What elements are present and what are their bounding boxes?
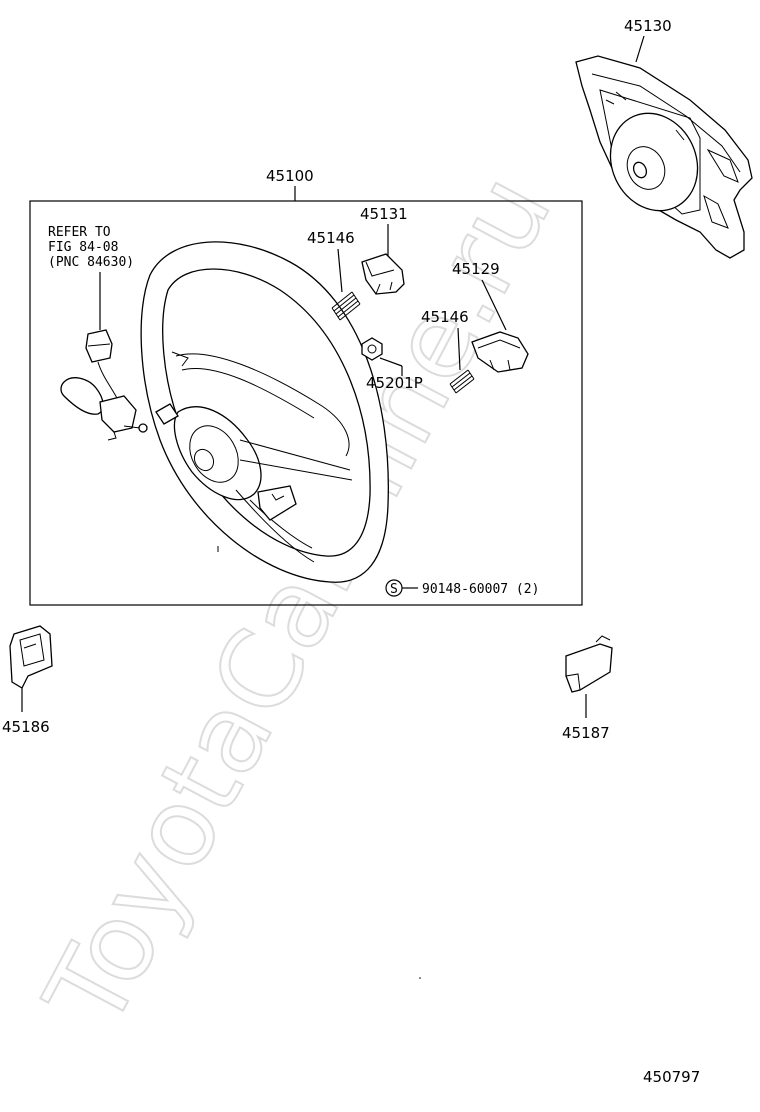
part-label-45131: 45131 bbox=[360, 205, 408, 223]
diagram-id: 450797 bbox=[643, 1068, 700, 1086]
cover-45186-drawing bbox=[9, 625, 53, 689]
leader-45130 bbox=[635, 35, 645, 63]
part-label-45187: 45187 bbox=[562, 724, 610, 742]
refer-note-line3: (PNC 84630) bbox=[48, 255, 134, 270]
cover-45187-drawing bbox=[565, 635, 613, 693]
spring-45146-a-drawing bbox=[331, 291, 361, 321]
screw-part-label: 90148-60007 (2) bbox=[422, 582, 539, 597]
assembly-frame bbox=[29, 200, 583, 606]
part-label-45146-b: 45146 bbox=[421, 308, 469, 326]
leader-45146-a bbox=[337, 248, 343, 293]
leader-45201p bbox=[379, 357, 403, 367]
horn-button-45129-drawing bbox=[471, 331, 529, 373]
horn-wire-drawing bbox=[60, 329, 148, 441]
leader-45129 bbox=[481, 279, 507, 331]
refer-note-line2: FIG 84-08 bbox=[48, 240, 118, 255]
horn-button-45131-drawing bbox=[361, 253, 405, 295]
part-label-45201p: 45201P bbox=[366, 374, 423, 392]
stray-mark bbox=[419, 977, 421, 979]
steering-wheel-drawing bbox=[140, 241, 389, 583]
airbag-module-drawing bbox=[575, 55, 753, 259]
nut-45201p-drawing bbox=[361, 337, 383, 361]
leader-45146-b bbox=[457, 327, 461, 371]
part-label-45100: 45100 bbox=[266, 167, 314, 185]
part-label-45186: 45186 bbox=[2, 718, 50, 736]
screw-symbol: S bbox=[390, 582, 398, 597]
part-label-45146-a: 45146 bbox=[307, 229, 355, 247]
refer-note-line1: REFER TO bbox=[48, 225, 111, 240]
part-label-45129: 45129 bbox=[452, 260, 500, 278]
part-label-45130: 45130 bbox=[624, 17, 672, 35]
spring-45146-b-drawing bbox=[449, 369, 475, 394]
